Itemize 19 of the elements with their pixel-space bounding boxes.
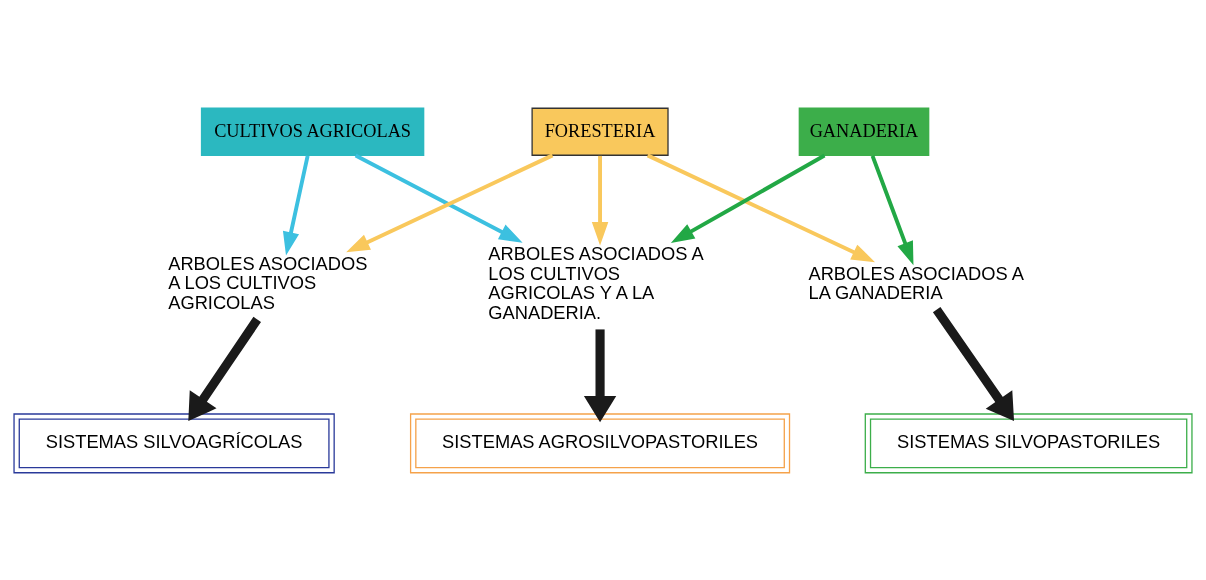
node-text: ARBOLES ASOCIADOS A LA GANADERIA — [808, 262, 1024, 303]
arrow — [670, 153, 826, 243]
arrow — [932, 306, 1015, 421]
arrow — [354, 153, 523, 243]
node-box: SISTEMAS AGROSILVOPASTORILES — [409, 412, 791, 473]
node-text: ARBOLES ASOCIADOS A LOS CULTIVOS AGRICOLAS Y A LA GANADERIA. — [488, 242, 704, 323]
arrow — [346, 153, 554, 252]
arrow — [583, 328, 617, 422]
node-box: SISTEMAS SILVOAGRÍCOLAS — [13, 412, 335, 473]
node-box: SISTEMAS SILVOPASTORILES — [864, 412, 1193, 473]
arrow — [188, 316, 261, 421]
node-box: FORESTERIA — [531, 107, 669, 156]
arrow — [870, 154, 914, 265]
node-box: GANADERIA — [798, 107, 930, 156]
node-text: ARBOLES ASOCIADOS A LOS CULTIVOS AGRICOLAS — [168, 252, 368, 313]
arrow — [591, 155, 609, 246]
arrow — [282, 154, 310, 255]
arrow — [646, 153, 876, 262]
node-box: CULTIVOS AGRICOLAS — [200, 107, 425, 156]
